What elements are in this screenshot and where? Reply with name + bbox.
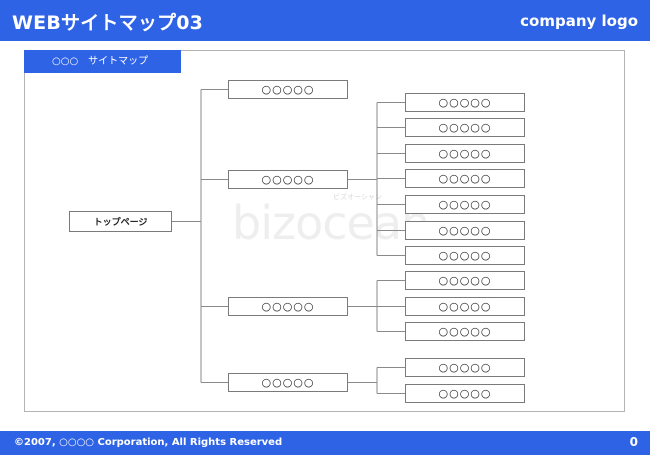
page-title: WEBサイトマップ03 — [12, 12, 204, 34]
sitemap-node-level2: ○○○○○ — [405, 271, 525, 290]
sitemap-node-level1: ○○○○○ — [228, 170, 348, 189]
sitemap-node-level2: ○○○○○ — [405, 169, 525, 188]
sitemap-node-level1: ○○○○○ — [228, 297, 348, 316]
sitemap-node-level1: ○○○○○ — [228, 373, 348, 392]
footer-bar: ©2007, ○○○○ Corporation, All Rights Rese… — [0, 431, 650, 455]
watermark-sub: ビズオーシャン — [333, 193, 382, 201]
sitemap-node-level2: ○○○○○ — [405, 384, 525, 403]
sitemap-node-level2: ○○○○○ — [405, 144, 525, 163]
sitemap-node-level2: ○○○○○ — [405, 246, 525, 265]
copyright-text: ©2007, ○○○○ Corporation, All Rights Rese… — [14, 437, 283, 448]
sitemap-node-level1: ○○○○○ — [228, 80, 348, 99]
sitemap-node-level2: ○○○○○ — [405, 118, 525, 137]
sitemap-node-root: トップページ — [69, 211, 172, 232]
sitemap-node-level2: ○○○○○ — [405, 221, 525, 240]
header-bar: WEBサイトマップ03 company logo — [0, 0, 650, 41]
sitemap-node-level2: ○○○○○ — [405, 297, 525, 316]
sitemap-node-level2: ○○○○○ — [405, 195, 525, 214]
sitemap-node-level2: ○○○○○ — [405, 358, 525, 377]
company-logo: company logo — [520, 12, 638, 30]
sitemap-node-level2: ○○○○○ — [405, 93, 525, 112]
sitemap-node-level2: ○○○○○ — [405, 322, 525, 341]
page-number: 0 — [629, 435, 638, 449]
sitemap-tab-label: ○○○ サイトマップ — [24, 50, 181, 73]
